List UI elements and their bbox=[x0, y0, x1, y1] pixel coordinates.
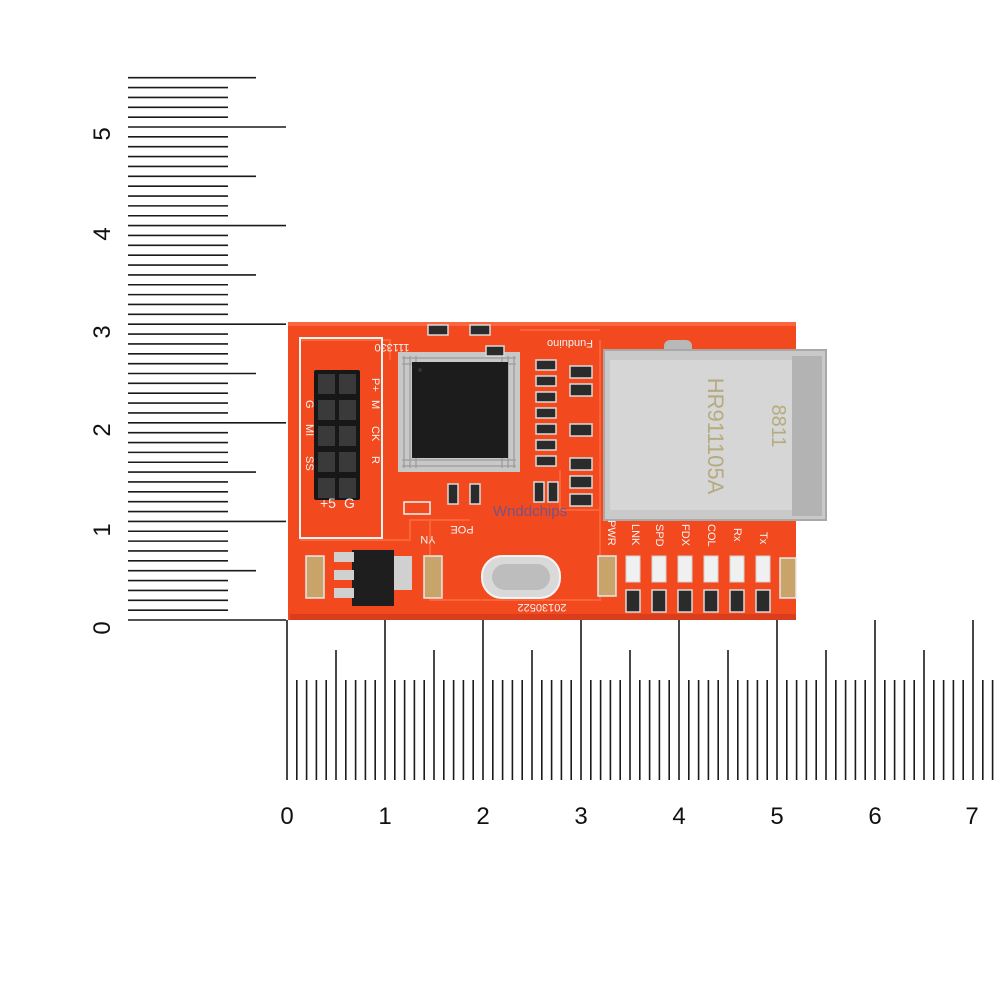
date-code-text: 20130522 bbox=[518, 601, 567, 613]
hruler-label-2: 2 bbox=[476, 803, 489, 830]
pin-header bbox=[314, 370, 360, 500]
hruler-label-0: 0 bbox=[280, 803, 293, 830]
header-label-ss: SS bbox=[303, 456, 315, 471]
header-labels: P+ M CK R SS MI G +5 G bbox=[303, 378, 381, 511]
jumper-label-yn: YN bbox=[420, 533, 435, 545]
jumper-pad bbox=[403, 501, 431, 515]
jack-part-number: HR911105A bbox=[703, 378, 728, 495]
vruler-label-0: 0 bbox=[89, 621, 116, 634]
led-label-pwr: PWR bbox=[605, 520, 617, 546]
vertical-ruler bbox=[128, 76, 286, 621]
header-label-mi: MI bbox=[303, 424, 315, 436]
voltage-regulator bbox=[334, 550, 412, 606]
led-label-rx: Rx bbox=[731, 528, 743, 542]
hruler-label-3: 3 bbox=[574, 803, 587, 830]
hruler-label-1: 1 bbox=[378, 803, 391, 830]
jumper-label-poe: POE bbox=[450, 523, 473, 535]
led-label-fdx: FDX bbox=[679, 524, 691, 547]
crystal-oscillator bbox=[481, 555, 561, 599]
header-label-5v: +5 bbox=[320, 495, 336, 511]
header-label-g1: G bbox=[303, 400, 315, 409]
horizontal-ruler bbox=[286, 620, 994, 780]
pcb-code-text: 111330 bbox=[374, 341, 409, 353]
vruler-label-1: 1 bbox=[89, 523, 116, 536]
status-leds bbox=[625, 555, 771, 613]
vruler-label-4: 4 bbox=[89, 227, 116, 240]
led-label-spd: SPD bbox=[653, 524, 665, 547]
header-label-p: P+ bbox=[369, 378, 381, 392]
header-outline bbox=[299, 337, 383, 539]
hruler-label-5: 5 bbox=[770, 803, 783, 830]
vruler-label-3: 3 bbox=[89, 325, 116, 338]
horizontal-ruler-labels: 0 1 2 3 4 5 6 7 bbox=[280, 803, 978, 830]
hruler-label-6: 6 bbox=[868, 803, 881, 830]
vertical-ruler-labels: 0 1 2 3 4 5 bbox=[89, 127, 116, 634]
vruler-label-5: 5 bbox=[89, 127, 116, 140]
brand-text: Funduino bbox=[547, 337, 593, 349]
ethernet-module: P+ M CK R SS MI G +5 G 111330 Funduino bbox=[288, 322, 827, 620]
header-label-g2: G bbox=[344, 495, 355, 511]
led-label-col: COL bbox=[705, 524, 717, 547]
header-label-m: M bbox=[369, 400, 381, 409]
smd-components bbox=[305, 324, 797, 599]
vruler-label-2: 2 bbox=[89, 423, 116, 436]
jack-code: 8811 bbox=[767, 404, 789, 447]
header-label-ck: CK bbox=[369, 426, 381, 442]
watermark-text: Wnddchips bbox=[493, 503, 567, 520]
header-label-r: R bbox=[369, 456, 381, 464]
rj45-jack: HR911105A 8811 bbox=[603, 340, 827, 521]
hruler-label-4: 4 bbox=[672, 803, 685, 830]
led-labels: PWR LNK SPD FDX COL Rx Tx bbox=[605, 520, 769, 547]
led-label-lnk: LNK bbox=[629, 524, 641, 546]
controller-chip bbox=[398, 352, 520, 472]
led-label-tx: Tx bbox=[757, 532, 769, 545]
hruler-label-7: 7 bbox=[965, 803, 978, 830]
